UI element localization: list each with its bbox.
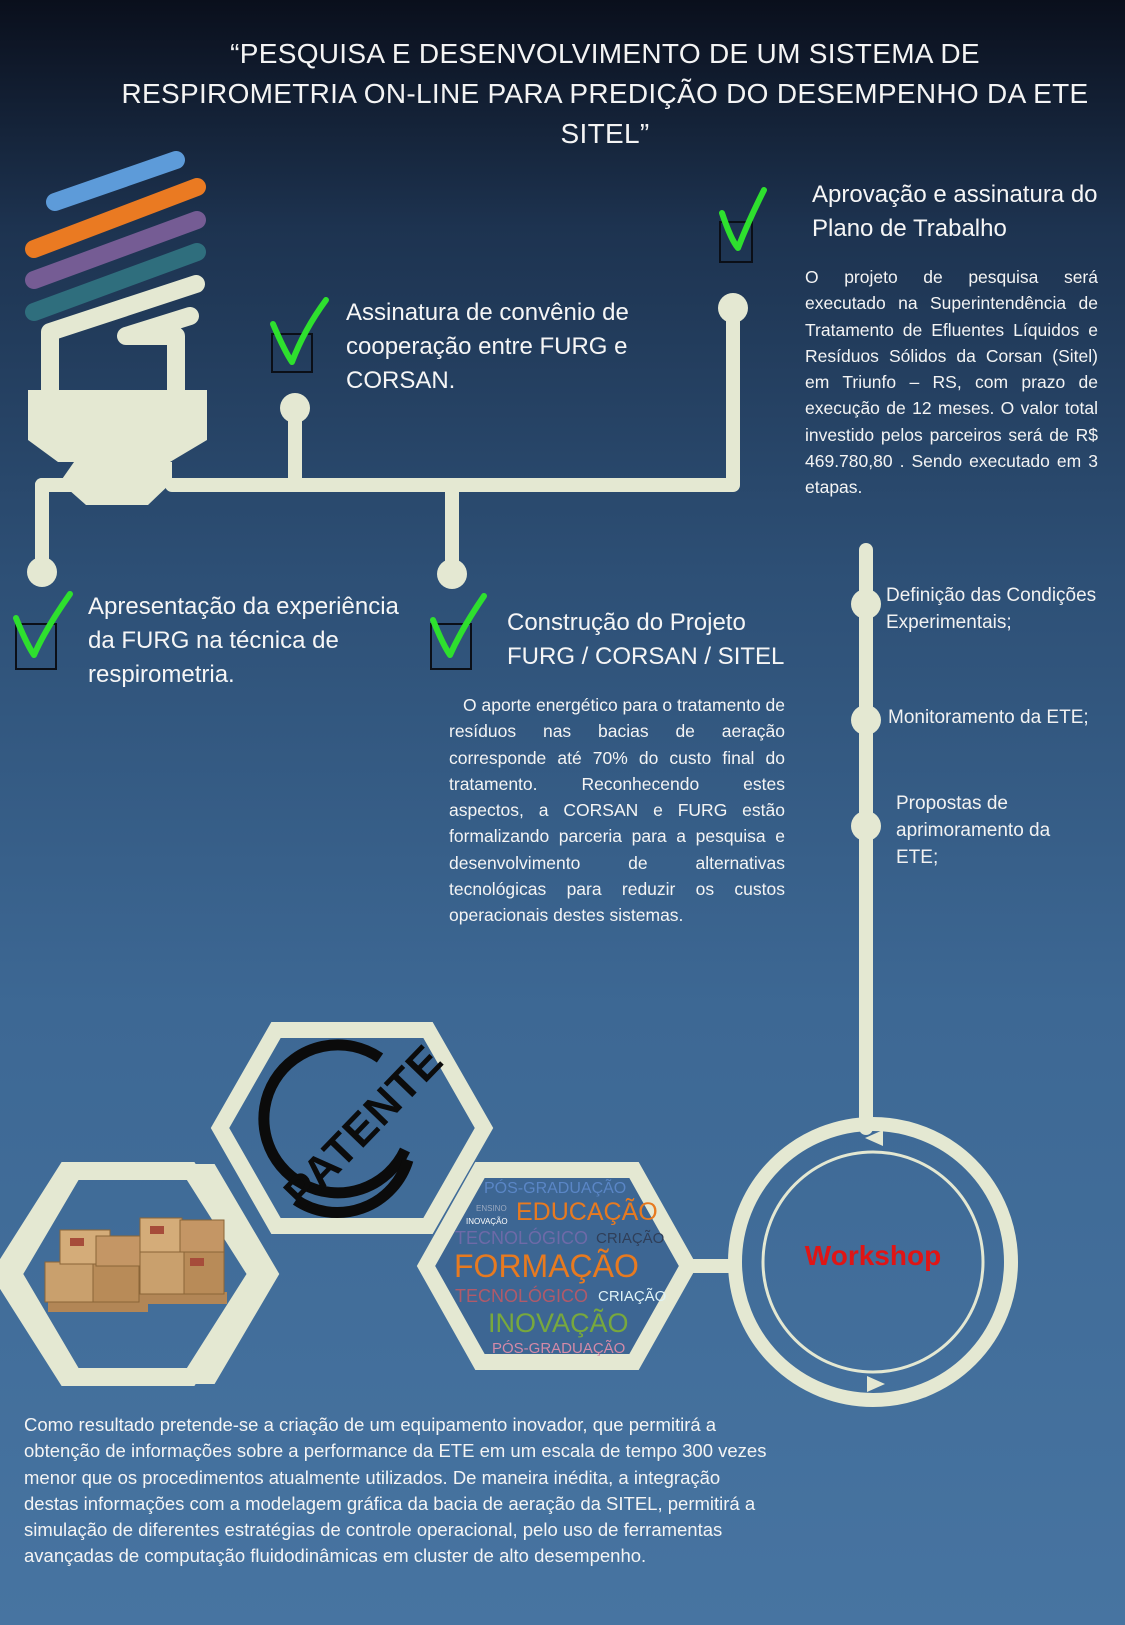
check-box-3 (13, 591, 73, 670)
word-cloud-word: FORMAÇÃO (454, 1248, 639, 1284)
hexagon-patent-frame (210, 1022, 494, 1234)
word-cloud-word: CRIAÇÃO (596, 1230, 665, 1247)
stage-experimental-conditions: Definição das Condições Experimentais; (886, 585, 1097, 633)
stage-improvement-proposals: Propostas de aprimoramento da ETE; (896, 793, 1051, 868)
word-cloud-word: ENSINO (476, 1204, 507, 1213)
hexagon-wordcloud-frame (416, 1162, 698, 1370)
workshop-cycle (728, 1117, 1018, 1407)
page-title: “PESQUISA E DESENVOLVIMENTO DE UM SISTEM… (121, 38, 1089, 149)
milestone-approval-label: Aprovação e assinatura do Plano de Traba… (812, 181, 1098, 242)
word-cloud-word: INOVAÇÃO (488, 1308, 629, 1338)
word-cloud-word: CRIAÇÃO (598, 1288, 667, 1305)
approval-description: O projeto de pesquisa será executado na … (805, 267, 1098, 498)
cycle-arrows-icon (865, 1130, 885, 1392)
word-cloud-word: EDUCAÇÃO (516, 1198, 658, 1226)
word-cloud-word: PÓS-GRADUAÇÃO (484, 1180, 627, 1197)
result-description: Como resultado pretende-se a criação de … (24, 1414, 767, 1567)
check-box-4 (430, 593, 487, 670)
word-cloud-word: INOVAÇÃO (466, 1217, 508, 1226)
word-cloud-word: PÓS-GRADUAÇÃO (492, 1340, 626, 1357)
check-box-2 (719, 187, 767, 263)
hexagon-boxes-frame (4, 1164, 280, 1384)
check-box-1 (270, 297, 329, 373)
word-cloud-word: TECNOLÓGICO (455, 1228, 589, 1248)
construction-description: O aporte energético para o tratamento de… (449, 695, 786, 926)
milestone-agreement-label: Assinatura de convênio de cooperação ent… (346, 299, 629, 394)
milestone-presentation-label: Apresentação da experiência da FURG na t… (88, 593, 399, 688)
stage-monitoring: Monitoramento da ETE; (888, 707, 1089, 728)
boxes-icon (44, 1217, 227, 1312)
patent-stamp-icon (258, 1039, 414, 1218)
word-cloud-word: TECNOLÓGICO (455, 1286, 589, 1306)
milestone-construction-label: Construção do Projeto FURG / CORSAN / SI… (507, 609, 785, 670)
workshop-label: Workshop (804, 1240, 942, 1271)
lightbulb-icon (25, 151, 207, 505)
